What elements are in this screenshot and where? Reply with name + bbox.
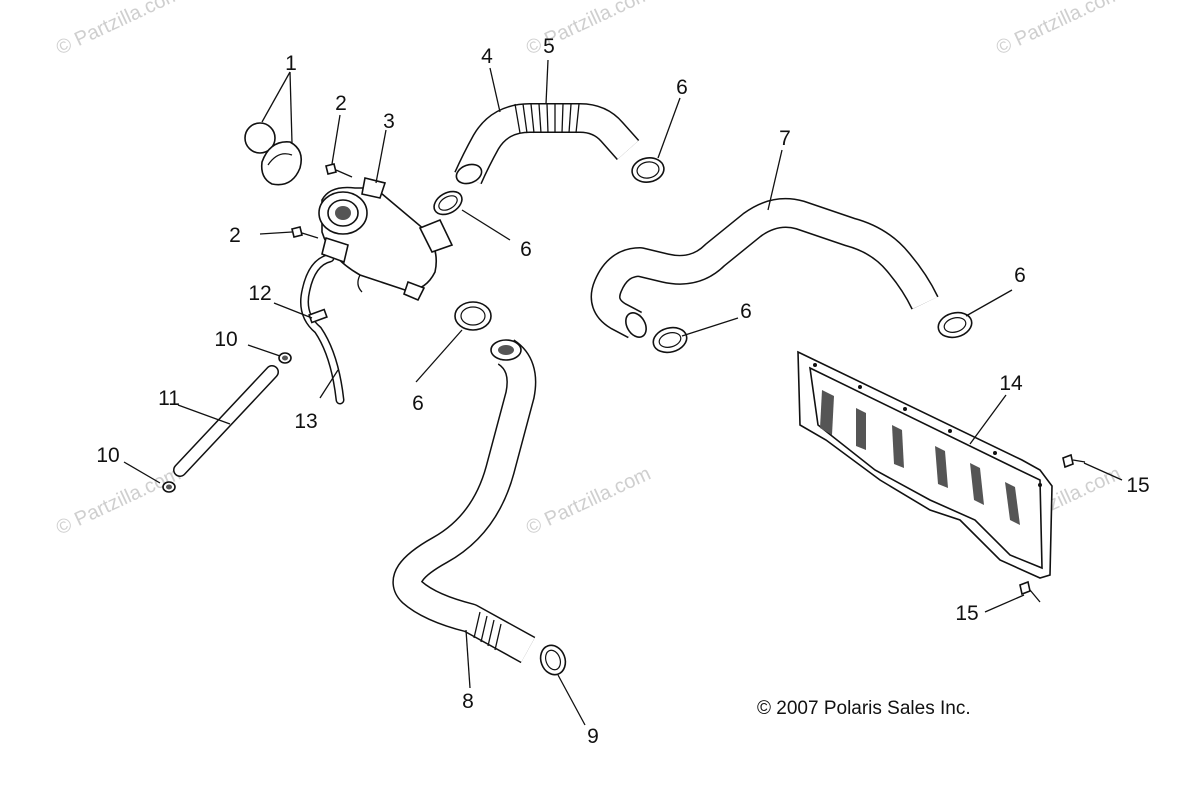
lower-coolant-hose[interactable] [392,339,537,664]
tube-clip [308,308,328,324]
fastener [1019,580,1031,596]
radiator-fan-shroud[interactable] [797,350,1053,579]
callout-12: 12 [248,282,271,305]
tube-caps[interactable] [162,352,292,493]
molded-coolant-hose[interactable] [590,198,939,341]
shroud-fasteners[interactable] [1019,453,1086,603]
corrugation [514,103,580,134]
clamp [631,157,665,183]
radiator-cap[interactable] [244,122,303,186]
shroud-mount-holes [813,363,1042,487]
callout-labels: 1 2 3 4 5 6 7 2 6 12 10 13 6 6 6 11 10 1… [96,35,1149,748]
callout-8: 8 [462,690,474,713]
callout-9: 9 [587,725,599,748]
screw [325,163,337,175]
bottle-bracket [361,177,387,199]
hose-ribs [473,611,502,651]
callout-4: 4 [481,45,493,68]
callout-15: 15 [955,602,978,625]
callout-5: 5 [543,35,555,58]
cap-body [260,141,303,186]
hose-clamps[interactable] [430,155,975,678]
callout-6: 6 [1014,264,1026,287]
callout-6: 6 [676,76,688,99]
callout-11: 11 [158,387,180,410]
callout-15: 15 [1126,474,1149,497]
callout-3: 3 [383,110,395,133]
shroud-fins [820,390,1020,525]
callout-2: 2 [229,224,241,247]
callout-14: 14 [999,372,1023,395]
watermark: © Partzilla.com [523,463,654,540]
fastener [1062,453,1074,469]
clamp [454,301,492,331]
vent-tube[interactable] [300,253,345,405]
watermark: © Partzilla.com [53,0,184,60]
coolant-recovery-bottle[interactable] [318,177,454,302]
screw [291,226,303,238]
upper-coolant-hose[interactable] [454,103,640,187]
callout-6: 6 [740,300,752,323]
clamp [433,190,463,216]
watermark: © Partzilla.com [53,463,184,540]
leader-lines [123,59,1123,726]
callout-7: 7 [779,127,791,150]
callout-2: 2 [335,92,347,115]
callout-10: 10 [96,444,119,467]
callout-6: 6 [520,238,532,261]
callout-10: 10 [214,328,237,351]
callout-13: 13 [294,410,317,433]
watermark: © Partzilla.com [993,0,1124,60]
overflow-tube[interactable] [173,365,279,477]
copyright-notice: © 2007 Polaris Sales Inc. [757,698,971,719]
clamp [937,311,973,339]
callout-6: 6 [412,392,424,415]
cap-seal-disc [244,122,276,154]
clamp [652,326,688,354]
bottle-outlet [418,218,454,253]
clamp-9 [539,644,567,676]
mounting-screws[interactable] [291,163,353,239]
bottle-bracket-lower [321,236,349,264]
callout-1: 1 [285,52,297,75]
